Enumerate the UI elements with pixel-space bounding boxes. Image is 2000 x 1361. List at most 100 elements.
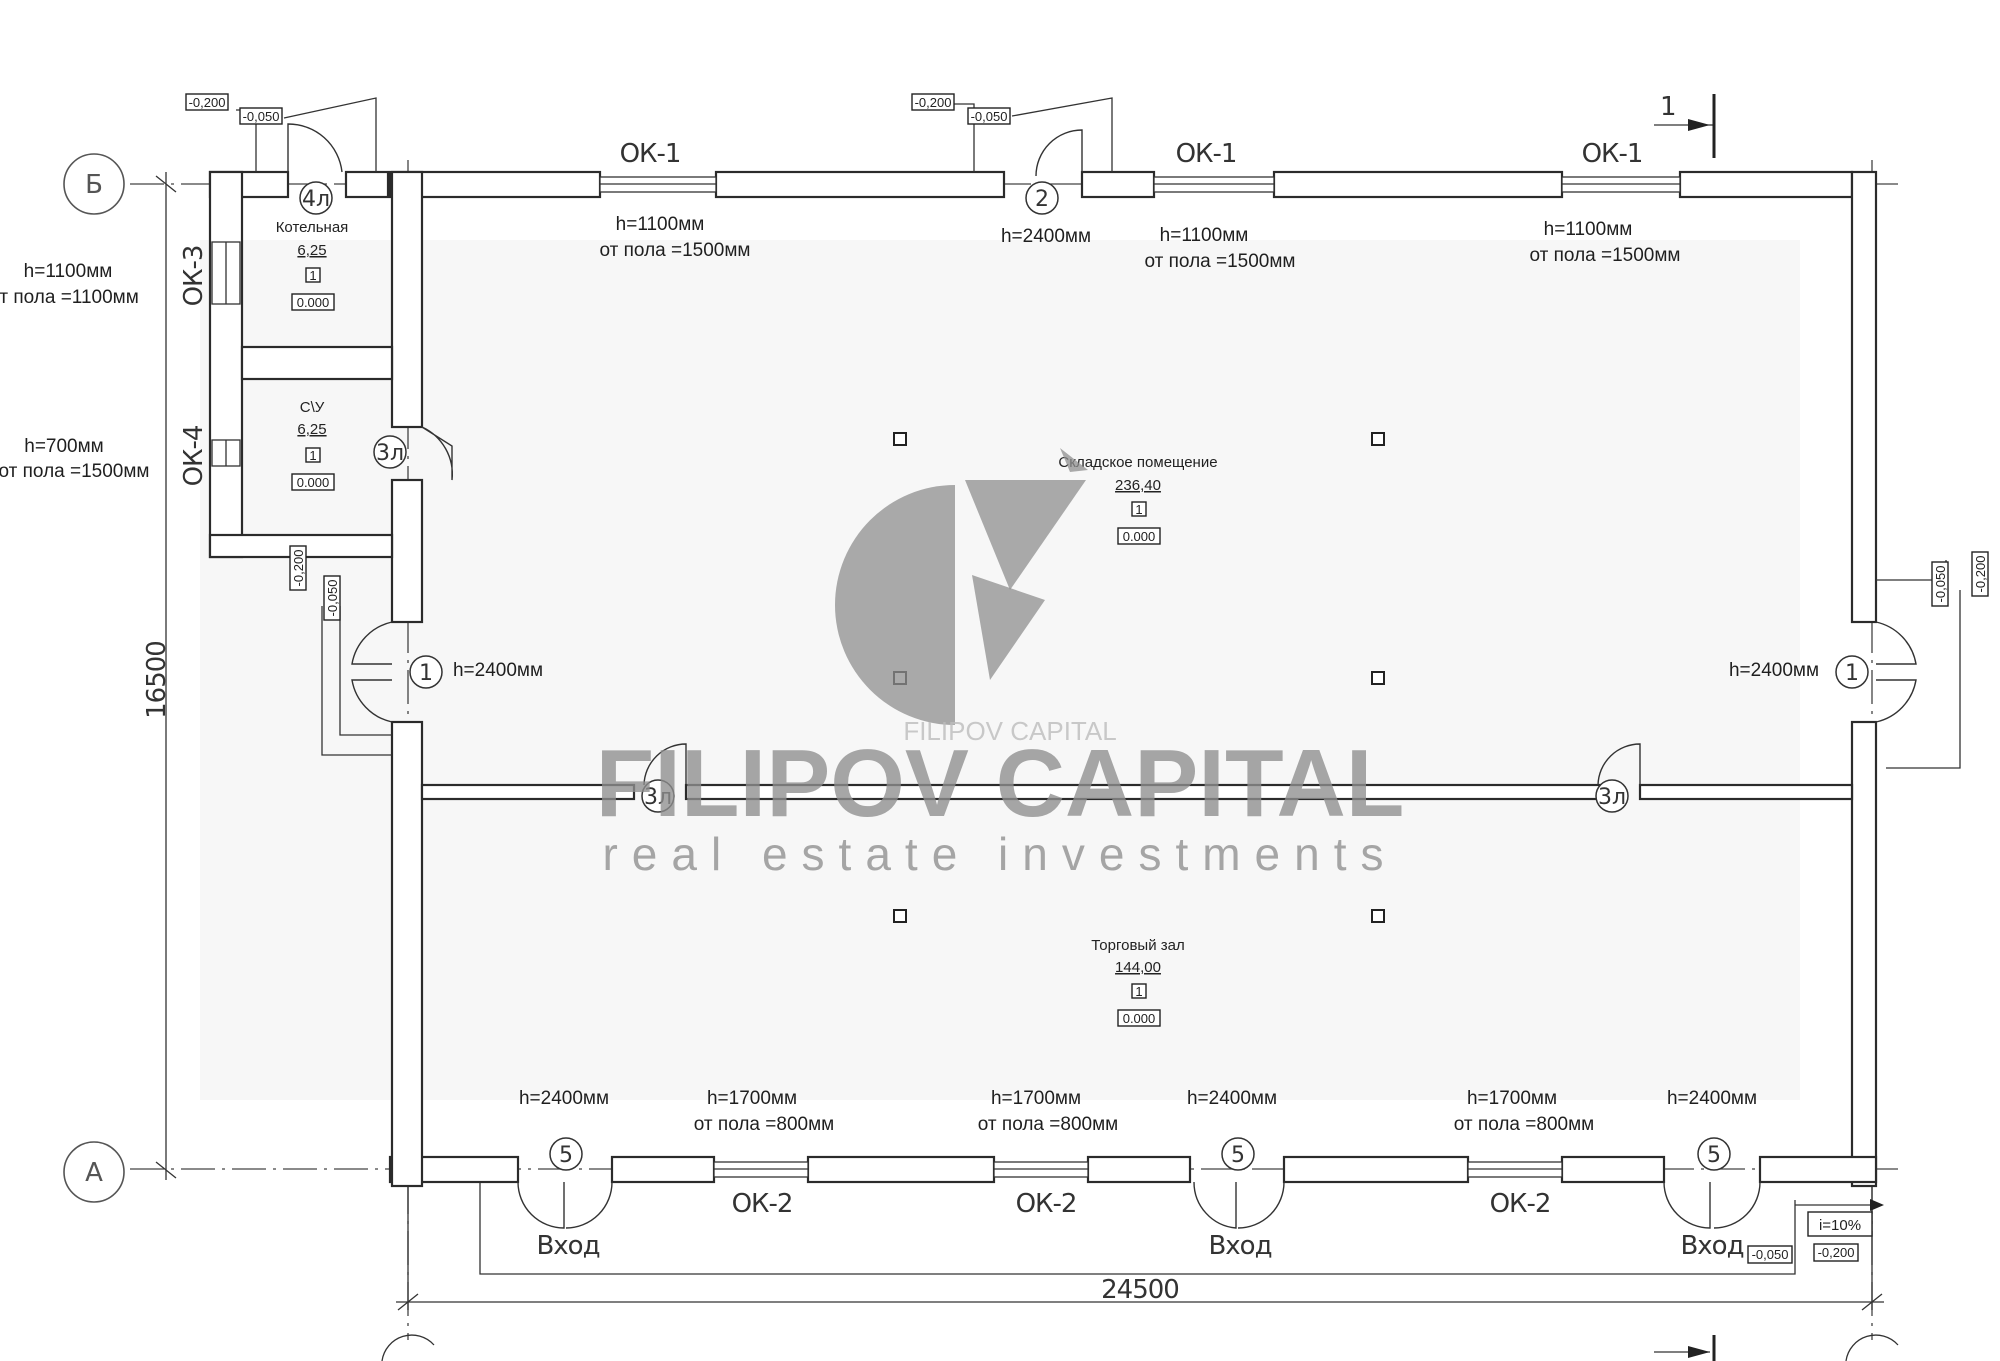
note-h1700-b: h=1700мм xyxy=(991,1088,1081,1109)
partition-1 xyxy=(420,783,636,801)
label-entrance-right: Вход xyxy=(1680,1231,1743,1261)
door-marker-5-right: 5 xyxy=(1697,1137,1731,1171)
level-mark: -0,050 xyxy=(1931,561,1949,607)
svg-text:0.000: 0.000 xyxy=(1123,1011,1156,1026)
level-mark: -0,050 xyxy=(239,107,283,125)
label-ok3: ОК-3 xyxy=(179,246,209,307)
partition-3 xyxy=(1638,783,1854,801)
label-ok1-c: ОК-1 xyxy=(1582,139,1643,169)
column xyxy=(893,432,907,446)
axis-bubble-bottom-left xyxy=(381,1334,435,1361)
svg-text:3л: 3л xyxy=(1598,785,1626,810)
svg-text:С\У: С\У xyxy=(300,399,325,416)
svg-text:-0,200: -0,200 xyxy=(1973,556,1988,593)
door-3l-partition-left xyxy=(643,743,687,786)
note-h1100-left: h=1100мм xyxy=(24,261,113,282)
level-mark: -0,200 xyxy=(1813,1243,1859,1262)
svg-text:1: 1 xyxy=(419,661,433,686)
svg-text:5: 5 xyxy=(1707,1143,1721,1168)
door-4l xyxy=(287,123,343,173)
column xyxy=(893,909,907,923)
label-ok2-b: ОК-2 xyxy=(1016,1189,1077,1219)
svg-text:-0,200: -0,200 xyxy=(291,550,306,587)
section-marker-top: 1 xyxy=(1654,92,1716,158)
door-marker-3l-annex: 3л xyxy=(373,435,407,469)
wall-right-lower xyxy=(1850,720,1878,1188)
svg-text:Складское помещение: Складское помещение xyxy=(1058,454,1217,471)
watermark-tagline: real estate investments xyxy=(602,828,1397,880)
svg-text:i=10%: i=10% xyxy=(1819,1217,1861,1234)
column xyxy=(1371,432,1385,446)
svg-text:0.000: 0.000 xyxy=(297,475,330,490)
svg-text:-0,050: -0,050 xyxy=(971,109,1008,124)
wall-top-2 xyxy=(344,170,390,199)
svg-text:Б: Б xyxy=(85,170,103,200)
svg-text:3л: 3л xyxy=(644,785,672,810)
watermark-logo xyxy=(835,448,1088,725)
door-5-middle xyxy=(1193,1181,1285,1229)
slope-mark: i=10% xyxy=(1807,1211,1873,1237)
svg-text:-0,050: -0,050 xyxy=(1933,566,1948,603)
label-ok2-a: ОК-2 xyxy=(732,1189,793,1219)
note-door2-h2400: h=2400мм xyxy=(1001,226,1091,247)
note-from1100-left: от пола =1100мм xyxy=(0,287,139,308)
door-3l-partition-right xyxy=(1597,743,1641,786)
watermark-brand: FILIPOV CAPITAL xyxy=(596,730,1405,837)
note-from1500-b: от пола =1500мм xyxy=(1145,251,1296,272)
dimension-horizontal: 24500 xyxy=(396,1180,1884,1311)
note-from800-a: от пола =800мм xyxy=(694,1114,834,1135)
background-plate xyxy=(200,240,1800,1100)
wall-bottom-5 xyxy=(1282,1155,1470,1184)
wall-annex-outer xyxy=(208,170,244,559)
label-ok1-b: ОК-1 xyxy=(1176,139,1237,169)
note-door1-left-h2400: h=2400мм xyxy=(453,660,543,681)
svg-text:6,25: 6,25 xyxy=(297,421,326,438)
door-marker-4l: 4л xyxy=(299,181,333,215)
level-mark: -0,050 xyxy=(1747,1245,1793,1264)
svg-text:0.000: 0.000 xyxy=(297,295,330,310)
wall-bottom-3 xyxy=(806,1155,996,1184)
wall-top-7 xyxy=(1678,170,1854,199)
note-door5-mid-h2400: h=2400мм xyxy=(1187,1088,1277,1109)
level-mark: -0,050 xyxy=(323,575,341,621)
note-from1500-c: от пола =1500мм xyxy=(1530,245,1681,266)
door-3l-annex xyxy=(421,426,454,481)
label-ok1-a: ОК-1 xyxy=(620,139,681,169)
svg-text:6,25: 6,25 xyxy=(297,242,326,259)
room-tag-hall: Торговый зал 144,00 1 0.000 xyxy=(1091,937,1185,1027)
svg-text:1: 1 xyxy=(1135,984,1142,999)
svg-text:-0,050: -0,050 xyxy=(325,580,340,617)
wall-left-lower xyxy=(390,720,424,1188)
leader-left-050 xyxy=(339,606,392,736)
door-marker-5-left: 5 xyxy=(549,1137,583,1171)
svg-text:Торговый зал: Торговый зал xyxy=(1091,937,1184,954)
note-h1100-c: h=1100мм xyxy=(1544,219,1633,240)
dimension-vertical: 16500 xyxy=(142,172,177,1180)
svg-text:1: 1 xyxy=(1845,661,1859,686)
note-from800-b: от пола =800мм xyxy=(978,1114,1118,1135)
label-entrance-left: Вход xyxy=(536,1231,599,1261)
level-mark: -0,200 xyxy=(911,93,955,111)
svg-text:-0,050: -0,050 xyxy=(243,109,280,124)
svg-text:3л: 3л xyxy=(376,441,404,466)
note-h1100-a: h=1100мм xyxy=(616,214,705,235)
level-mark: -0,200 xyxy=(185,93,229,111)
svg-text:Котельная: Котельная xyxy=(276,219,349,236)
door-marker-1-left: 1 xyxy=(409,655,443,689)
door-1-left xyxy=(351,621,393,723)
svg-text:1: 1 xyxy=(1660,92,1676,122)
note-door1-right-h2400: h=2400мм xyxy=(1729,660,1819,681)
door-marker-5-middle: 5 xyxy=(1221,1137,1255,1171)
section-marker-bottom xyxy=(1654,1335,1716,1361)
svg-text:236,40: 236,40 xyxy=(1115,477,1161,494)
axis-bubble-a: А xyxy=(63,1141,125,1203)
wall-top-6 xyxy=(1272,170,1564,199)
level-mark: -0,200 xyxy=(289,545,307,591)
svg-text:-0,200: -0,200 xyxy=(1818,1245,1855,1260)
label-ok2-c: ОК-2 xyxy=(1490,1189,1551,1219)
wall-bottom-6 xyxy=(1560,1155,1666,1184)
level-mark: -0,050 xyxy=(967,107,1011,125)
wall-top-5 xyxy=(1080,170,1156,199)
svg-text:16500: 16500 xyxy=(142,641,172,719)
